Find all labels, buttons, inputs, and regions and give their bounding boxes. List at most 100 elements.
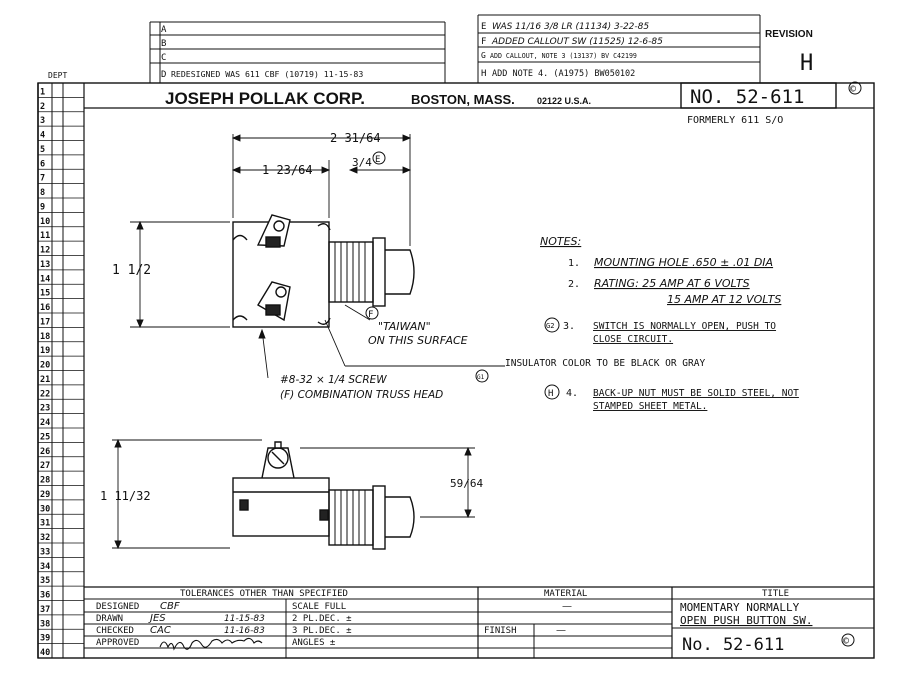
material-value: —: [562, 601, 572, 612]
row-number: 15: [40, 289, 50, 299]
formerly-note: FORMERLY 611 S/O: [687, 115, 783, 126]
note-4-line-2: STAMPED SHEET METAL.: [593, 401, 707, 412]
drawn-date: 11-15-83: [224, 614, 265, 624]
title-block: [84, 586, 874, 658]
rev-e-circle: [372, 151, 386, 165]
revision-letter-d: D: [161, 70, 166, 80]
row-number: 36: [40, 591, 50, 601]
tolerances-header: TOLERANCES OTHER THAN SPECIFIED: [180, 589, 348, 599]
revision-letter-e: E: [481, 22, 486, 32]
row-number: 18: [40, 332, 50, 342]
finish-value: —: [556, 625, 566, 636]
row-number: 21: [40, 375, 50, 385]
row-number: 39: [40, 634, 50, 644]
drawn-label: DRAWN: [96, 614, 123, 624]
row-number: 22: [40, 389, 50, 399]
note-2-line-2: 15 AMP AT 12 VOLTS: [667, 293, 781, 306]
rev-f-tag: F: [368, 310, 373, 320]
row-number: 40: [40, 648, 50, 658]
revision-h-text: ADD NOTE 4. (A1975) BW050102: [492, 69, 635, 79]
row-number-strip: 1234567891011121314151617181920212223242…: [38, 87, 84, 659]
callout-insulator: INSULATOR COLOR TO BE BLACK OR GRAY: [505, 358, 705, 369]
row-number: 26: [40, 447, 50, 457]
note-1-num: 1.: [568, 258, 580, 269]
dim-bushing: 3/4: [352, 156, 372, 169]
callout-leaders: [258, 304, 505, 379]
row-number: 2: [40, 102, 45, 112]
row-number: 12: [40, 246, 50, 256]
row-number: 11: [40, 231, 50, 241]
row-number: 5: [40, 145, 45, 155]
row-number: 34: [40, 562, 50, 572]
row-number: 25: [40, 432, 50, 442]
note-3-line-2: CLOSE CIRCUIT.: [593, 334, 673, 345]
note-4-tag: H: [548, 389, 553, 399]
note-3-tag-circle: [544, 317, 560, 333]
note-3-line-1: SWITCH IS NORMALLY OPEN, PUSH TO: [593, 321, 776, 332]
dim-height: 1 1/2: [112, 263, 151, 278]
two-place-decimal: 2 PL.DEC. ±: [292, 614, 352, 624]
dim-body: 1 23/64: [262, 163, 313, 177]
dept-label: DEPT: [48, 71, 67, 80]
note-2-num: 2.: [568, 279, 580, 290]
three-place-decimal: 3 PL.DEC. ±: [292, 626, 352, 636]
row-number: 35: [40, 576, 50, 586]
part-number: NO. 52-611: [690, 86, 804, 108]
title-line-2: OPEN PUSH BUTTON SW.: [680, 614, 812, 627]
note-1-text: MOUNTING HOLE .650 ± .01 DIA: [594, 256, 773, 269]
approved-label: APPROVED: [96, 638, 139, 648]
revision-letter-g: G: [481, 51, 486, 60]
material-header: MATERIAL: [544, 589, 587, 599]
checked-label: CHECKED: [96, 626, 134, 636]
revision-e-text: WAS 11/16 3/8 LR (11134) 3-22-85: [492, 22, 649, 32]
revision-letter-c: C: [161, 53, 166, 63]
title-line-1: MOMENTARY NORMALLY: [680, 601, 800, 614]
checked-by: CAC: [150, 625, 171, 636]
revision-value: H: [800, 51, 813, 76]
callout-screw: #8-32 × 1/4 SCREW: [280, 374, 387, 386]
rev-f-circle: [365, 306, 379, 320]
note-2-line-1: RATING: 25 AMP AT 6 VOLTS: [594, 277, 750, 290]
checked-date: 11-16-83: [224, 626, 265, 636]
note-4-num: 4.: [566, 388, 578, 399]
part-number-box: [680, 82, 837, 109]
row-number: 14: [40, 274, 50, 284]
row-number: 31: [40, 519, 50, 529]
sheet-border: [37, 82, 875, 659]
row-number: 30: [40, 504, 50, 514]
callout-taiwan: "TAIWAN": [378, 320, 431, 333]
drawn-by: JES: [148, 613, 166, 624]
rev-e-tag: E: [375, 155, 380, 165]
row-number: 19: [40, 346, 50, 356]
note-4-tag-circle: [544, 384, 560, 400]
company-name: JOSEPH POLLAK CORP.: [165, 89, 365, 108]
row-number: 1: [40, 87, 45, 97]
finish-label: FINISH: [484, 626, 517, 636]
row-number: 4: [40, 131, 45, 141]
row-number: 6: [40, 159, 45, 169]
title-copyright-mark: [841, 633, 855, 647]
dim-side-height: 1 11/32: [100, 489, 151, 503]
switch-top-view: [232, 214, 415, 328]
row-number: 27: [40, 461, 50, 471]
copyright-mark: [848, 81, 862, 95]
row-number: 10: [40, 217, 50, 227]
scale-value: SCALE FULL: [292, 602, 346, 612]
designed-label: DESIGNED: [96, 602, 139, 612]
revision-block-right: [477, 14, 761, 83]
row-number: 7: [40, 174, 45, 184]
revision-letter-h: H: [481, 69, 486, 79]
note-3-num: 3.: [563, 321, 575, 332]
revision-letter-a: A: [161, 25, 167, 35]
title-header: TITLE: [762, 589, 789, 599]
row-number: 32: [40, 533, 50, 543]
side-view-dimensions: [112, 438, 475, 550]
revision-letter-b: B: [161, 39, 166, 49]
row-number: 38: [40, 619, 50, 629]
revision-label: REVISION: [765, 29, 813, 40]
row-number: 13: [40, 260, 50, 270]
row-number: 23: [40, 404, 50, 414]
row-number: 33: [40, 547, 50, 557]
top-view-dimensions: [130, 134, 412, 329]
